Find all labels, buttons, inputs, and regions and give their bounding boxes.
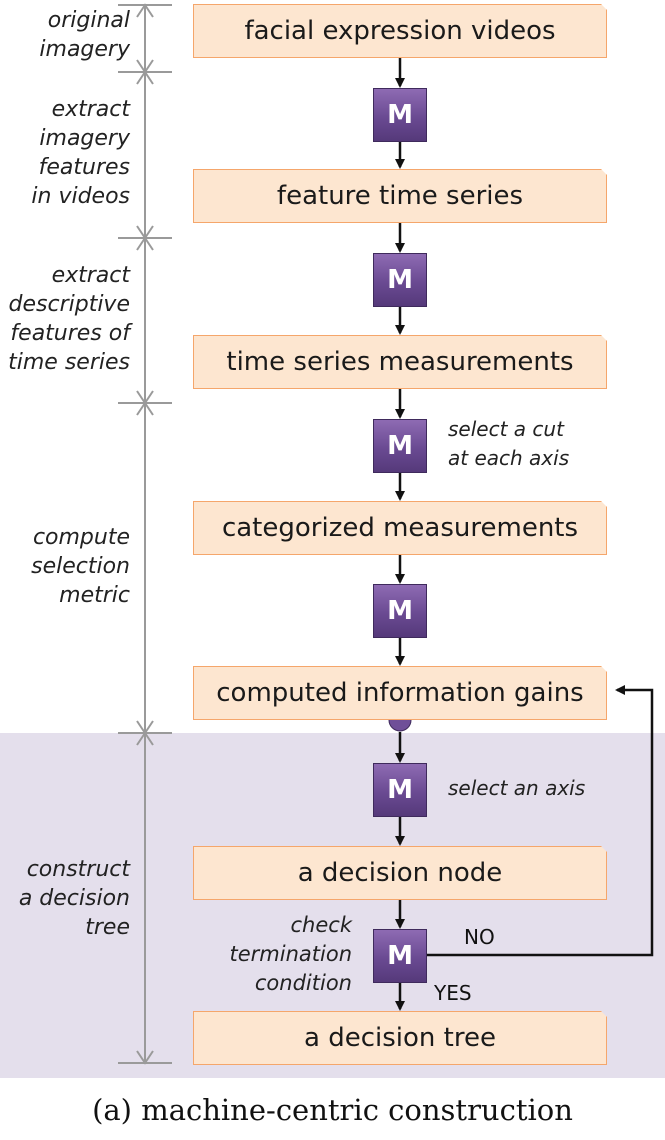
- machine-step-1: M: [373, 88, 427, 142]
- machine-step-5: M: [373, 763, 427, 817]
- machine-step-3: M: [373, 419, 427, 473]
- branch-yes-label: YES: [434, 981, 472, 1005]
- machine-step-2: M: [373, 253, 427, 307]
- note-select-axis: select an axis: [448, 776, 586, 800]
- box-computed-information-gains: computed information gains: [193, 666, 607, 720]
- box-decision-tree: a decision tree: [193, 1011, 607, 1065]
- machine-step-4: M: [373, 584, 427, 638]
- branch-no-label: NO: [464, 925, 495, 949]
- box-decision-node: a decision node: [193, 846, 607, 900]
- stage-label-extract-descriptive-features: extract descriptive features of time ser…: [8, 263, 130, 375]
- figure-caption: (a) machine-centric construction: [92, 1093, 573, 1127]
- note-check-termination: check termination condition: [229, 913, 352, 995]
- box-time-series-measurements: time series measurements: [193, 335, 607, 389]
- box-categorized-measurements: categorized measurements: [193, 501, 607, 555]
- stage-label-original-imagery: original imagery: [39, 8, 130, 62]
- stage-label-extract-imagery-features: extract imagery features in videos: [31, 97, 130, 209]
- note-select-cut: select a cut at each axis: [448, 417, 570, 470]
- machine-step-6: M: [373, 929, 427, 983]
- no-loop-arrow: [427, 685, 654, 957]
- stage-label-compute-selection-metric: compute selection metric: [31, 525, 130, 608]
- stage-label-construct-decision-tree: construct a decision tree: [18, 857, 130, 940]
- stage-ruler: [118, 3, 172, 1065]
- box-facial-expression-videos: facial expression videos: [193, 4, 607, 58]
- box-feature-time-series: feature time series: [193, 169, 607, 223]
